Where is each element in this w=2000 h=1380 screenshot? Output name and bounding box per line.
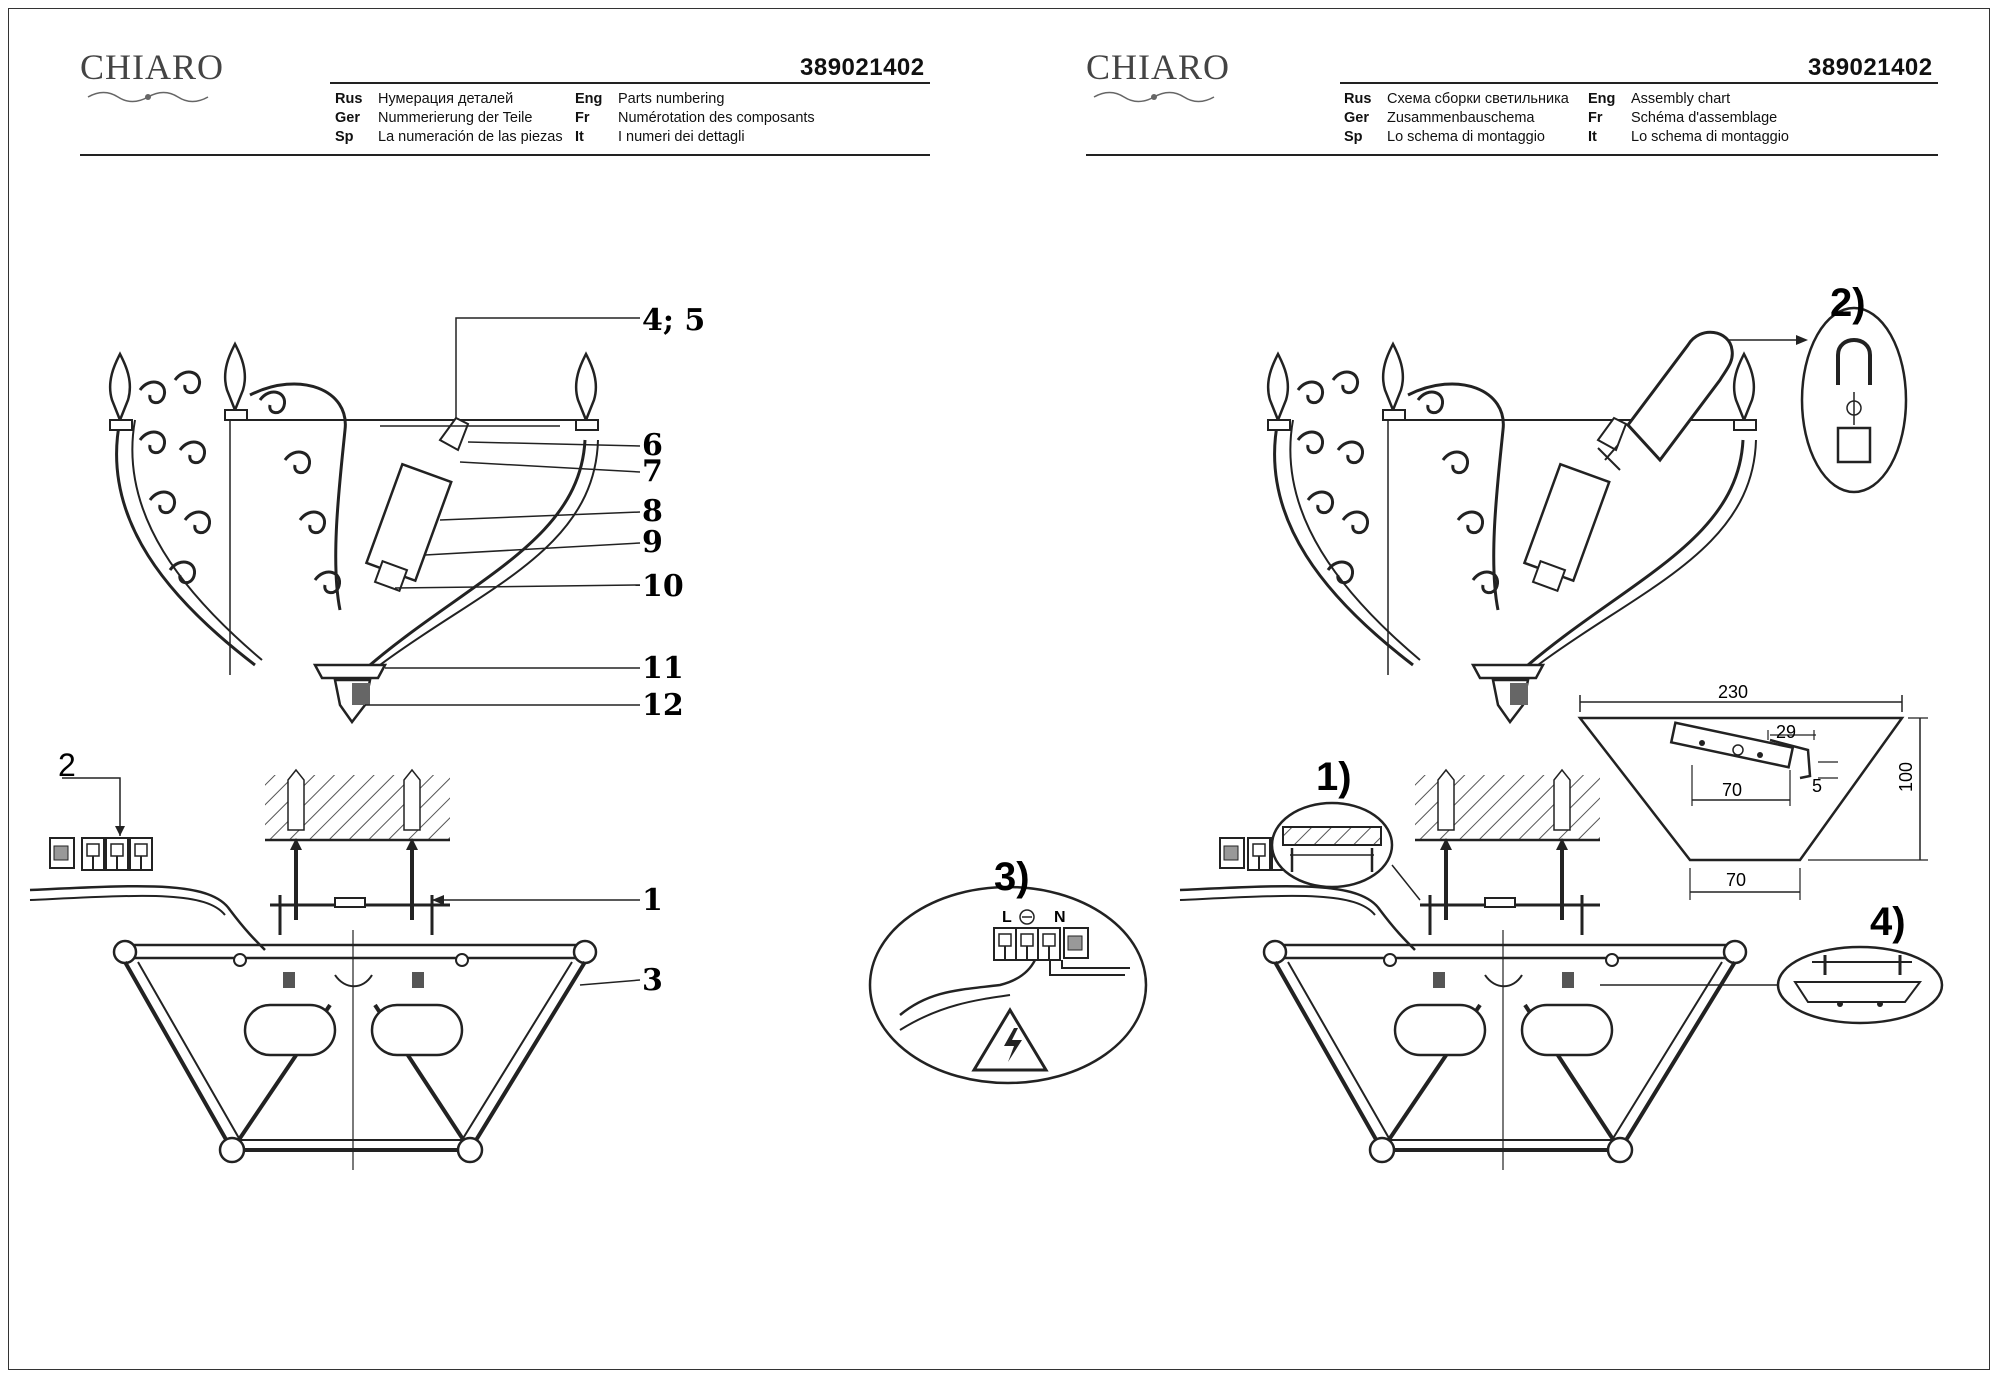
step-3-wiring-bubble (868, 885, 1148, 1085)
left-product-code: 389021402 (800, 54, 925, 81)
label-part-4-5: 4; 5 (642, 303, 705, 338)
terminal-label-l: L (1002, 909, 1012, 926)
left-header-divider (80, 154, 930, 156)
left-sconce-exploded-view (110, 317, 641, 722)
step-4-label: 4) (1870, 900, 1906, 944)
terminal-label-n: N (1054, 909, 1066, 926)
right-logo-ornament-icon (1093, 91, 1215, 103)
bulb-cover-detail (1597, 306, 1908, 494)
step-4-detail-bubble (1600, 945, 1944, 1025)
shade-dimension-drawing (1577, 695, 1928, 900)
label-part-11: 11 (642, 651, 684, 686)
label-part-10: 10 (642, 569, 684, 604)
label-part-8: 8 (642, 494, 663, 529)
page-frame (8, 8, 1990, 1370)
right-header-divider (1086, 154, 1938, 156)
step-2-label: 2) (1830, 281, 1866, 325)
label-part-9: 9 (642, 525, 663, 560)
left-ceiling-mount-view (28, 768, 641, 1172)
right-ceiling-mount-view (1178, 768, 1748, 1172)
label-part-12: 12 (642, 688, 684, 723)
left-logo-ornament-icon (87, 91, 209, 103)
label-part-2: 2 (58, 747, 76, 783)
label-part-1: 1 (642, 883, 663, 918)
dimension-bottom-width: 70 (1726, 870, 1746, 890)
step-1-label: 1) (1316, 755, 1352, 799)
dimension-height: 100 (1896, 762, 1916, 792)
label-part-3: 3 (642, 963, 663, 998)
left-header-rule (330, 82, 930, 84)
dimension-plate-offset: 29 (1776, 722, 1796, 742)
dimension-top-width: 230 (1718, 682, 1748, 702)
label-part-6: 6 (642, 428, 663, 463)
ground-symbol-icon (1019, 909, 1035, 925)
step-1-detail-bubble (1270, 801, 1421, 901)
label-part-7: 7 (642, 454, 663, 489)
right-brand-logo: CHIARO (1086, 47, 1231, 87)
right-header-rule (1340, 82, 1938, 84)
step-3-label: 3) (994, 855, 1030, 899)
left-brand-logo: CHIARO (80, 47, 225, 87)
right-product-code: 389021402 (1808, 54, 1933, 81)
dimension-plate-small: 5 (1812, 776, 1822, 796)
dimension-plate-length: 70 (1722, 780, 1742, 800)
